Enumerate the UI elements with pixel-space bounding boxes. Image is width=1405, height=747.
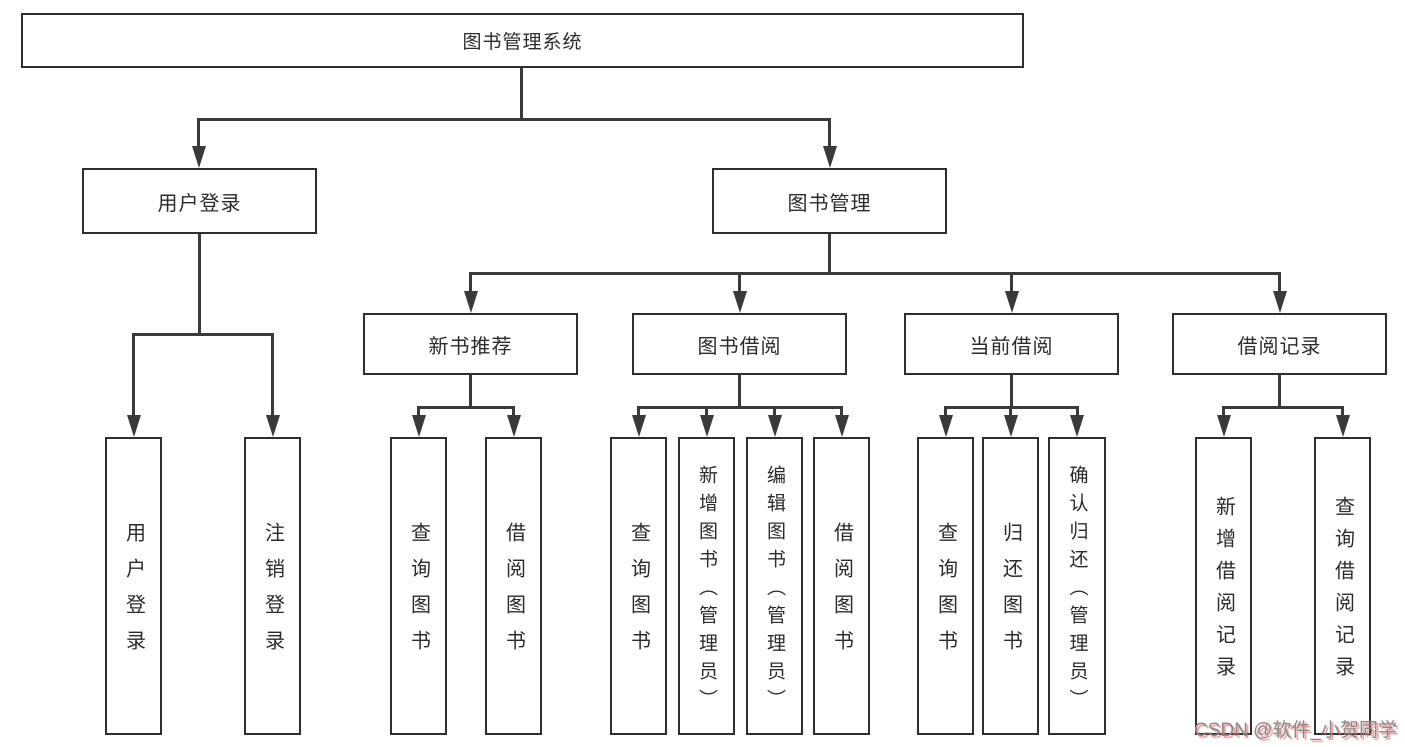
leaf-borrow-book-label: 借阅图书	[830, 522, 853, 666]
node-user-login-label: 用户登录	[157, 192, 242, 215]
connector-stem-cb-query	[944, 406, 947, 417]
leaf-add-borrow-record-label: 新增借阅记录	[1212, 496, 1235, 688]
arrowhead-down-leaf-login	[127, 415, 141, 437]
arrowhead-down-nb-query	[412, 415, 426, 437]
node-new-book-recommend-label: 新书推荐	[428, 335, 513, 358]
node-root-label: 图书管理系统	[462, 32, 583, 53]
node-root: 图书管理系统	[21, 13, 1024, 68]
node-new-book-recommend: 新书推荐	[363, 313, 578, 375]
leaf-logout: 注销登录	[244, 437, 301, 735]
connector-stem-borrow-record	[1278, 272, 1281, 294]
leaf-query-borrow-record: 查询借阅记录	[1314, 437, 1371, 735]
leaf-edit-book-admin: 编辑图书（管理员）	[746, 437, 803, 735]
connector-stem-current-borrow	[1010, 272, 1013, 294]
connector-new-book-stem	[469, 375, 472, 408]
connector-stem-book-management	[828, 118, 831, 148]
leaf-query-borrow-record-label: 查询借阅记录	[1331, 496, 1354, 688]
leaf-return-book-label: 归还图书	[999, 522, 1022, 666]
node-book-borrow-label: 图书借阅	[697, 335, 782, 358]
arrowhead-down-bb-edit	[768, 415, 782, 437]
leaf-add-borrow-record: 新增借阅记录	[1195, 437, 1252, 735]
connector-borrow-record-branch	[1222, 406, 1344, 409]
connector-stem-br-query	[1341, 406, 1344, 417]
leaf-logout-label: 注销登录	[261, 522, 284, 666]
leaf-query-book-borrow-label: 查询图书	[627, 522, 650, 666]
node-book-borrow: 图书借阅	[632, 313, 847, 375]
leaf-query-book-borrow: 查询图书	[610, 437, 667, 735]
connector-current-borrow-stem	[1010, 375, 1013, 408]
node-borrow-record-label: 借阅记录	[1237, 335, 1322, 358]
leaf-borrow-book-recommend-label: 借阅图书	[502, 522, 525, 666]
arrowhead-down-current-borrow	[1005, 291, 1019, 313]
leaf-user-login: 用户登录	[105, 437, 162, 735]
arrowhead-down-borrow-record	[1273, 291, 1287, 313]
connector-book-borrow-stem	[738, 375, 741, 408]
connector-book-management-branch	[469, 272, 1281, 275]
arrowhead-down-bb-borrow	[835, 415, 849, 437]
leaf-confirm-return-admin: 确认归还（管理员）	[1048, 437, 1106, 735]
connector-user-login-branch	[132, 333, 274, 336]
connector-stem-nb-query	[417, 406, 420, 417]
connector-stem-bb-add	[705, 406, 708, 417]
node-current-borrow: 当前借阅	[904, 313, 1119, 375]
connector-root-branch	[197, 118, 831, 121]
connector-user-login-stem	[198, 234, 201, 335]
connector-new-book-branch	[417, 406, 515, 409]
arrowhead-down-bb-query	[632, 415, 646, 437]
connector-stem-br-add	[1222, 406, 1225, 417]
arrowhead-down-cb-query	[939, 415, 953, 437]
leaf-query-book-current: 查询图书	[917, 437, 974, 735]
connector-stem-bb-query	[637, 406, 640, 417]
leaf-confirm-return-admin-label: 确认归还（管理员）	[1066, 464, 1088, 717]
connector-stem-leaf-logout	[271, 333, 274, 417]
node-book-management: 图书管理	[712, 168, 947, 234]
leaf-borrow-book-recommend: 借阅图书	[485, 437, 542, 735]
connector-stem-book-borrow	[738, 272, 741, 294]
leaf-borrow-book: 借阅图书	[813, 437, 870, 735]
connector-stem-new-book	[469, 272, 472, 294]
arrowhead-down-cb-confirm	[1070, 415, 1084, 437]
leaf-query-book-recommend: 查询图书	[390, 437, 447, 735]
csdn-watermark: CSDN @软件_小贺同学	[1194, 720, 1397, 741]
arrowhead-down-leaf-logout	[266, 415, 280, 437]
node-user-login: 用户登录	[82, 168, 317, 234]
connector-root-stem	[520, 68, 523, 120]
arrowhead-down-nb-borrow	[507, 415, 521, 437]
connector-book-borrow-branch	[637, 406, 843, 409]
arrowhead-down-cb-return	[1004, 415, 1018, 437]
leaf-add-book-admin-label: 新增图书（管理员）	[696, 464, 717, 717]
leaf-add-book-admin: 新增图书（管理员）	[678, 437, 735, 735]
arrowhead-down-br-query	[1336, 415, 1350, 437]
leaf-return-book: 归还图书	[982, 437, 1039, 735]
connector-stem-nb-borrow	[512, 406, 515, 417]
leaf-user-login-label: 用户登录	[122, 522, 145, 666]
arrowhead-down-br-add	[1217, 415, 1231, 437]
connector-book-management-stem	[828, 234, 831, 275]
arrowhead-down-new-book	[464, 291, 478, 313]
connector-stem-bb-borrow	[840, 406, 843, 417]
leaf-query-book-current-label: 查询图书	[934, 522, 957, 666]
connector-stem-bb-edit	[773, 406, 776, 417]
node-borrow-record: 借阅记录	[1172, 313, 1387, 375]
arrowhead-down-book-borrow	[733, 291, 747, 313]
connector-borrow-record-stem	[1278, 375, 1281, 408]
connector-stem-user-login	[197, 118, 200, 148]
leaf-edit-book-admin-label: 编辑图书（管理员）	[764, 464, 785, 717]
arrowhead-down-book-management	[823, 146, 837, 168]
connector-stem-leaf-login	[132, 333, 135, 417]
node-current-borrow-label: 当前借阅	[969, 335, 1054, 358]
leaf-query-book-recommend-label: 查询图书	[407, 522, 430, 666]
connector-stem-cb-return	[1009, 406, 1012, 417]
connector-stem-cb-confirm	[1076, 406, 1079, 417]
arrowhead-down-bb-add	[700, 415, 714, 437]
arrowhead-down-user-login	[192, 146, 206, 168]
node-book-management-label: 图书管理	[787, 192, 872, 215]
